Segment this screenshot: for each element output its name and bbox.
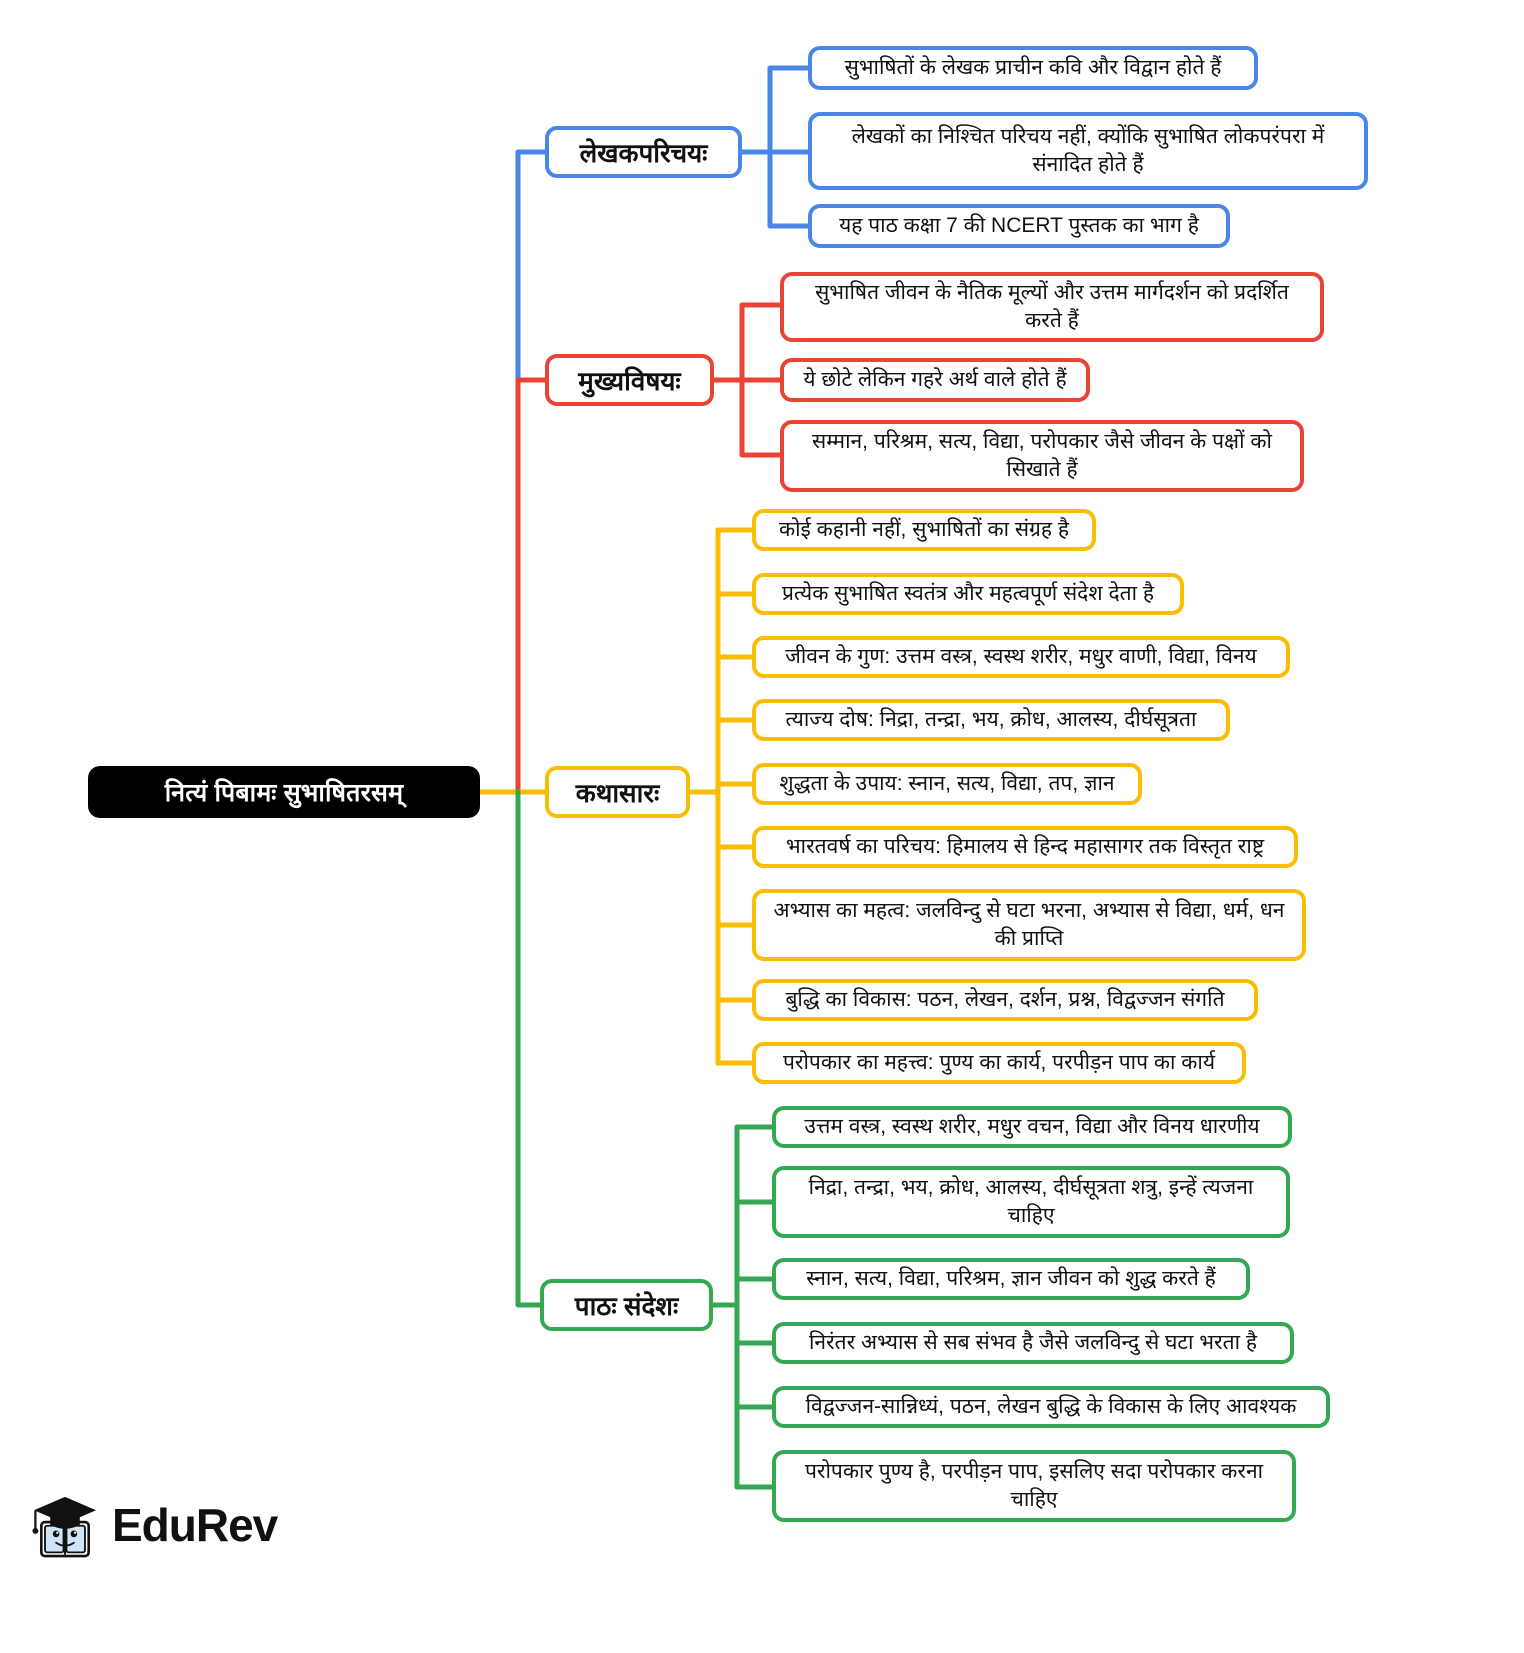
leaf-node-yellow-6[interactable]: भारतवर्ष का परिचय: हिमालय से हिन्द महासा… — [752, 826, 1298, 868]
branch-label: मुख्यविषयः — [578, 366, 681, 396]
leaf-node-yellow-9[interactable]: परोपकार का महत्त्व: पुण्य का कार्य, परपी… — [752, 1042, 1246, 1084]
leaf-node-red-1[interactable]: सुभाषित जीवन के नैतिक मूल्यों और उत्तम म… — [780, 272, 1324, 342]
leaf-label: निरंतर अभ्यास से सब संभव है जैसे जलविन्द… — [808, 1330, 1258, 1354]
leaf-node-yellow-5[interactable]: शुद्धता के उपाय: स्नान, सत्य, विद्या, तप… — [752, 763, 1142, 805]
leaf-node-blue-3[interactable]: यह पाठ कक्षा 7 की NCERT पुस्तक का भाग है — [808, 204, 1230, 248]
leaf-label: कोई कहानी नहीं, सुभाषितों का संग्रह है — [778, 517, 1070, 541]
leaf-node-yellow-1[interactable]: कोई कहानी नहीं, सुभाषितों का संग्रह है — [752, 509, 1096, 551]
leaf-node-red-3[interactable]: सम्मान, परिश्रम, सत्य, विद्या, परोपकार ज… — [780, 420, 1304, 492]
leaf-node-green-6[interactable]: परोपकार पुण्य है, परपीड़न पाप, इसलिए सदा… — [772, 1450, 1296, 1522]
branch-node-pathasandesha[interactable]: पाठः संदेशः — [540, 1279, 713, 1331]
leaf-node-yellow-7[interactable]: अभ्यास का महत्व: जलविन्दु से घटा भरना, अ… — [752, 889, 1306, 961]
graduation-cap-book-icon — [28, 1488, 102, 1562]
leaf-label: शुद्धता के उपाय: स्नान, सत्य, विद्या, तप… — [779, 771, 1115, 795]
leaf-label: बुद्धि का विकास: पठन, लेखन, दर्शन, प्रश्… — [785, 987, 1225, 1011]
edurev-logo[interactable]: EduRev — [28, 1488, 278, 1562]
leaf-node-blue-2[interactable]: लेखकों का निश्चित परिचय नहीं, क्योंकि सु… — [808, 112, 1368, 190]
leaf-label: सुभाषितों के लेखक प्राचीन कवि और विद्वान… — [844, 55, 1222, 79]
leaf-node-green-2[interactable]: निद्रा, तन्द्रा, भय, क्रोध, आलस्य, दीर्घ… — [772, 1166, 1290, 1238]
leaf-label: भारतवर्ष का परिचय: हिमालय से हिन्द महासा… — [785, 834, 1265, 858]
edurev-logo-text: EduRev — [112, 1499, 278, 1551]
leaf-label: निद्रा, तन्द्रा, भय, क्रोध, आलस्य, दीर्घ… — [808, 1175, 1254, 1227]
leaf-node-yellow-3[interactable]: जीवन के गुण: उत्तम वस्त्र, स्वस्थ शरीर, … — [752, 636, 1290, 678]
leaf-label: उत्तम वस्त्र, स्वस्थ शरीर, मधुर वचन, विद… — [804, 1114, 1260, 1138]
leaf-node-green-3[interactable]: स्नान, सत्य, विद्या, परिश्रम, ज्ञान जीवन… — [772, 1258, 1250, 1300]
leaf-label: त्याज्य दोष: निद्रा, तन्द्रा, भय, क्रोध,… — [785, 707, 1197, 731]
leaf-node-blue-1[interactable]: सुभाषितों के लेखक प्राचीन कवि और विद्वान… — [808, 46, 1258, 90]
leaf-node-green-5[interactable]: विद्वज्जन-सान्निध्यं, पठन, लेखन बुद्धि क… — [772, 1386, 1330, 1428]
branch-label: लेखकपरिचयः — [579, 138, 708, 168]
leaf-node-green-4[interactable]: निरंतर अभ्यास से सब संभव है जैसे जलविन्द… — [772, 1322, 1294, 1364]
leaf-node-yellow-8[interactable]: बुद्धि का विकास: पठन, लेखन, दर्शन, प्रश्… — [752, 979, 1258, 1021]
leaf-label: यह पाठ कक्षा 7 की NCERT पुस्तक का भाग है — [839, 213, 1199, 237]
branch-node-kathasara[interactable]: कथासारः — [545, 766, 690, 818]
leaf-node-green-1[interactable]: उत्तम वस्त्र, स्वस्थ शरीर, मधुर वचन, विद… — [772, 1106, 1292, 1148]
leaf-node-yellow-4[interactable]: त्याज्य दोष: निद्रा, तन्द्रा, भय, क्रोध,… — [752, 699, 1230, 741]
branch-node-lekhakparichaya[interactable]: लेखकपरिचयः — [545, 126, 742, 178]
leaf-label: जीवन के गुण: उत्तम वस्त्र, स्वस्थ शरीर, … — [785, 644, 1257, 668]
leaf-label: लेखकों का निश्चित परिचय नहीं, क्योंकि सु… — [851, 124, 1325, 176]
leaf-label: प्रत्येक सुभाषित स्वतंत्र और महत्वपूर्ण … — [781, 581, 1154, 605]
leaf-label: अभ्यास का महत्व: जलविन्दु से घटा भरना, अ… — [773, 898, 1285, 950]
leaf-label: ये छोटे लेकिन गहरे अर्थ वाले होते हैं — [803, 367, 1067, 391]
branch-label: पाठः संदेशः — [574, 1291, 679, 1321]
leaf-label: परोपकार का महत्त्व: पुण्य का कार्य, परपी… — [782, 1050, 1216, 1074]
branch-label: कथासारः — [575, 778, 660, 808]
root-label: नित्यं पिबामः सुभाषितरसम् — [164, 779, 404, 807]
leaf-node-yellow-2[interactable]: प्रत्येक सुभाषित स्वतंत्र और महत्वपूर्ण … — [752, 573, 1184, 615]
leaf-label: परोपकार पुण्य है, परपीड़न पाप, इसलिए सदा… — [804, 1459, 1264, 1511]
leaf-node-red-2[interactable]: ये छोटे लेकिन गहरे अर्थ वाले होते हैं — [780, 358, 1090, 402]
leaf-label: सम्मान, परिश्रम, सत्य, विद्या, परोपकार ज… — [812, 429, 1272, 481]
root-node[interactable]: नित्यं पिबामः सुभाषितरसम् — [88, 766, 480, 818]
leaf-label: सुभाषित जीवन के नैतिक मूल्यों और उत्तम म… — [815, 280, 1289, 332]
branch-node-mukhyavishaya[interactable]: मुख्यविषयः — [545, 354, 714, 406]
leaf-label: स्नान, सत्य, विद्या, परिश्रम, ज्ञान जीवन… — [806, 1266, 1216, 1290]
leaf-label: विद्वज्जन-सान्निध्यं, पठन, लेखन बुद्धि क… — [805, 1394, 1297, 1418]
